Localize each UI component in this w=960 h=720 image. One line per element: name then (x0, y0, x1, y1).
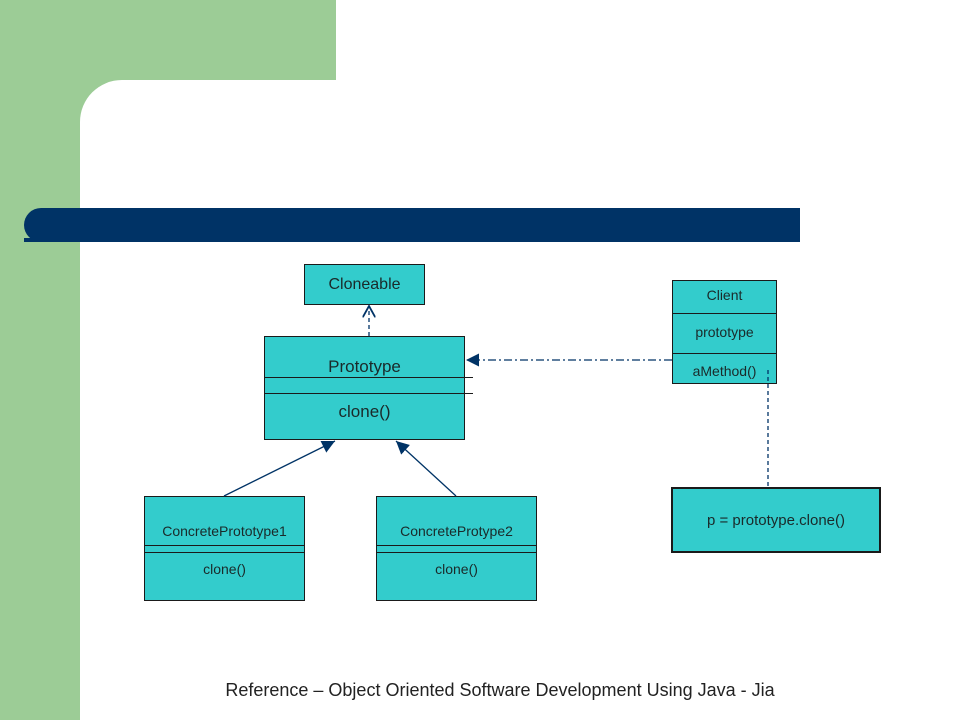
title-bar-notch (24, 238, 66, 242)
concrete-prototype2-box: ConcreteProtype2 clone() (376, 496, 537, 601)
concrete1-separator-bottom (145, 552, 304, 553)
code-note-text: p = prototype.clone() (707, 512, 845, 529)
concrete2-inherits-line (395, 440, 457, 497)
client-separator-top (673, 313, 776, 314)
concrete2-separator-bottom (377, 552, 536, 553)
green-top-band (0, 0, 336, 80)
concrete-prototype1-name: ConcretePrototype1 (162, 523, 287, 539)
prototype-class-box: Prototype clone() (264, 336, 473, 440)
client-separator-bottom (673, 353, 776, 354)
client-method: aMethod() (692, 363, 757, 379)
concrete1-separator-top (145, 545, 304, 546)
prototype-method: clone() (338, 402, 391, 421)
concrete-prototype2-method: clone() (435, 561, 478, 577)
cloneable-interface-box: Cloneable (304, 264, 425, 305)
concrete1-inherits-line (223, 440, 336, 497)
concrete-prototype1-method: clone() (203, 561, 246, 577)
prototype-separator-top (265, 377, 473, 378)
concrete-prototype2-name: ConcreteProtype2 (400, 523, 513, 539)
code-note-box: p = prototype.clone() (671, 487, 881, 553)
cloneable-label: Cloneable (328, 276, 401, 293)
slide-title-bar (24, 208, 800, 242)
concrete2-separator-top (377, 545, 536, 546)
prototype-separator-bottom (265, 393, 473, 394)
client-attribute: prototype (695, 324, 754, 340)
client-class-name: Client (706, 287, 743, 303)
prototype-class-name: Prototype (328, 357, 401, 376)
reference-footer: Reference – Object Oriented Software Dev… (225, 680, 775, 700)
green-left-band (0, 80, 80, 720)
client-class-box: Client prototype aMethod() (672, 280, 777, 384)
concrete-prototype1-box: ConcretePrototype1 clone() (144, 496, 305, 601)
